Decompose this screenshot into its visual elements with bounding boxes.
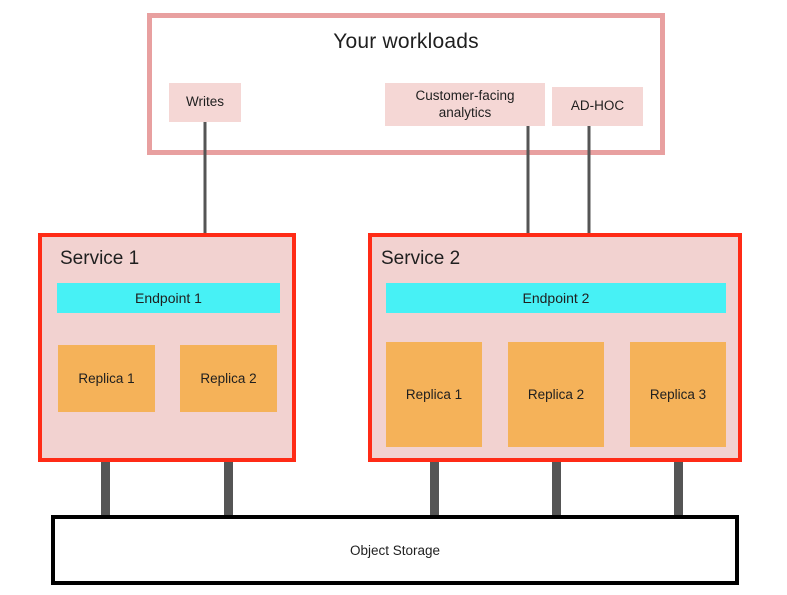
workloads-title: Your workloads (333, 30, 479, 53)
service-1-replica-1[interactable]: Replica 1 (58, 345, 155, 412)
service-1-endpoint[interactable]: Endpoint 1 (57, 283, 280, 313)
service-2-replica-1[interactable]: Replica 1 (386, 342, 482, 447)
service-2-replica-3[interactable]: Replica 3 (630, 342, 726, 447)
workload-customer-facing-analytics[interactable]: Customer-facing analytics (385, 83, 545, 126)
connector-s1-replica1-storage (101, 410, 110, 517)
service-2-endpoint[interactable]: Endpoint 2 (386, 283, 726, 313)
workload-ad-hoc[interactable]: AD-HOC (552, 87, 643, 126)
object-storage-container[interactable]: Object Storage (51, 515, 739, 585)
connector-s2-replica2-storage (552, 445, 561, 517)
connector-s2-replica1-storage (430, 445, 439, 517)
workload-writes[interactable]: Writes (169, 83, 241, 122)
service-2-label: Service 2 (381, 248, 461, 269)
service-1-replica-2[interactable]: Replica 2 (180, 345, 277, 412)
service-1-label: Service 1 (60, 248, 140, 269)
connector-s2-replica3-storage (674, 445, 683, 517)
connector-s1-replica2-storage (224, 410, 233, 517)
service-2-replica-2[interactable]: Replica 2 (508, 342, 604, 447)
